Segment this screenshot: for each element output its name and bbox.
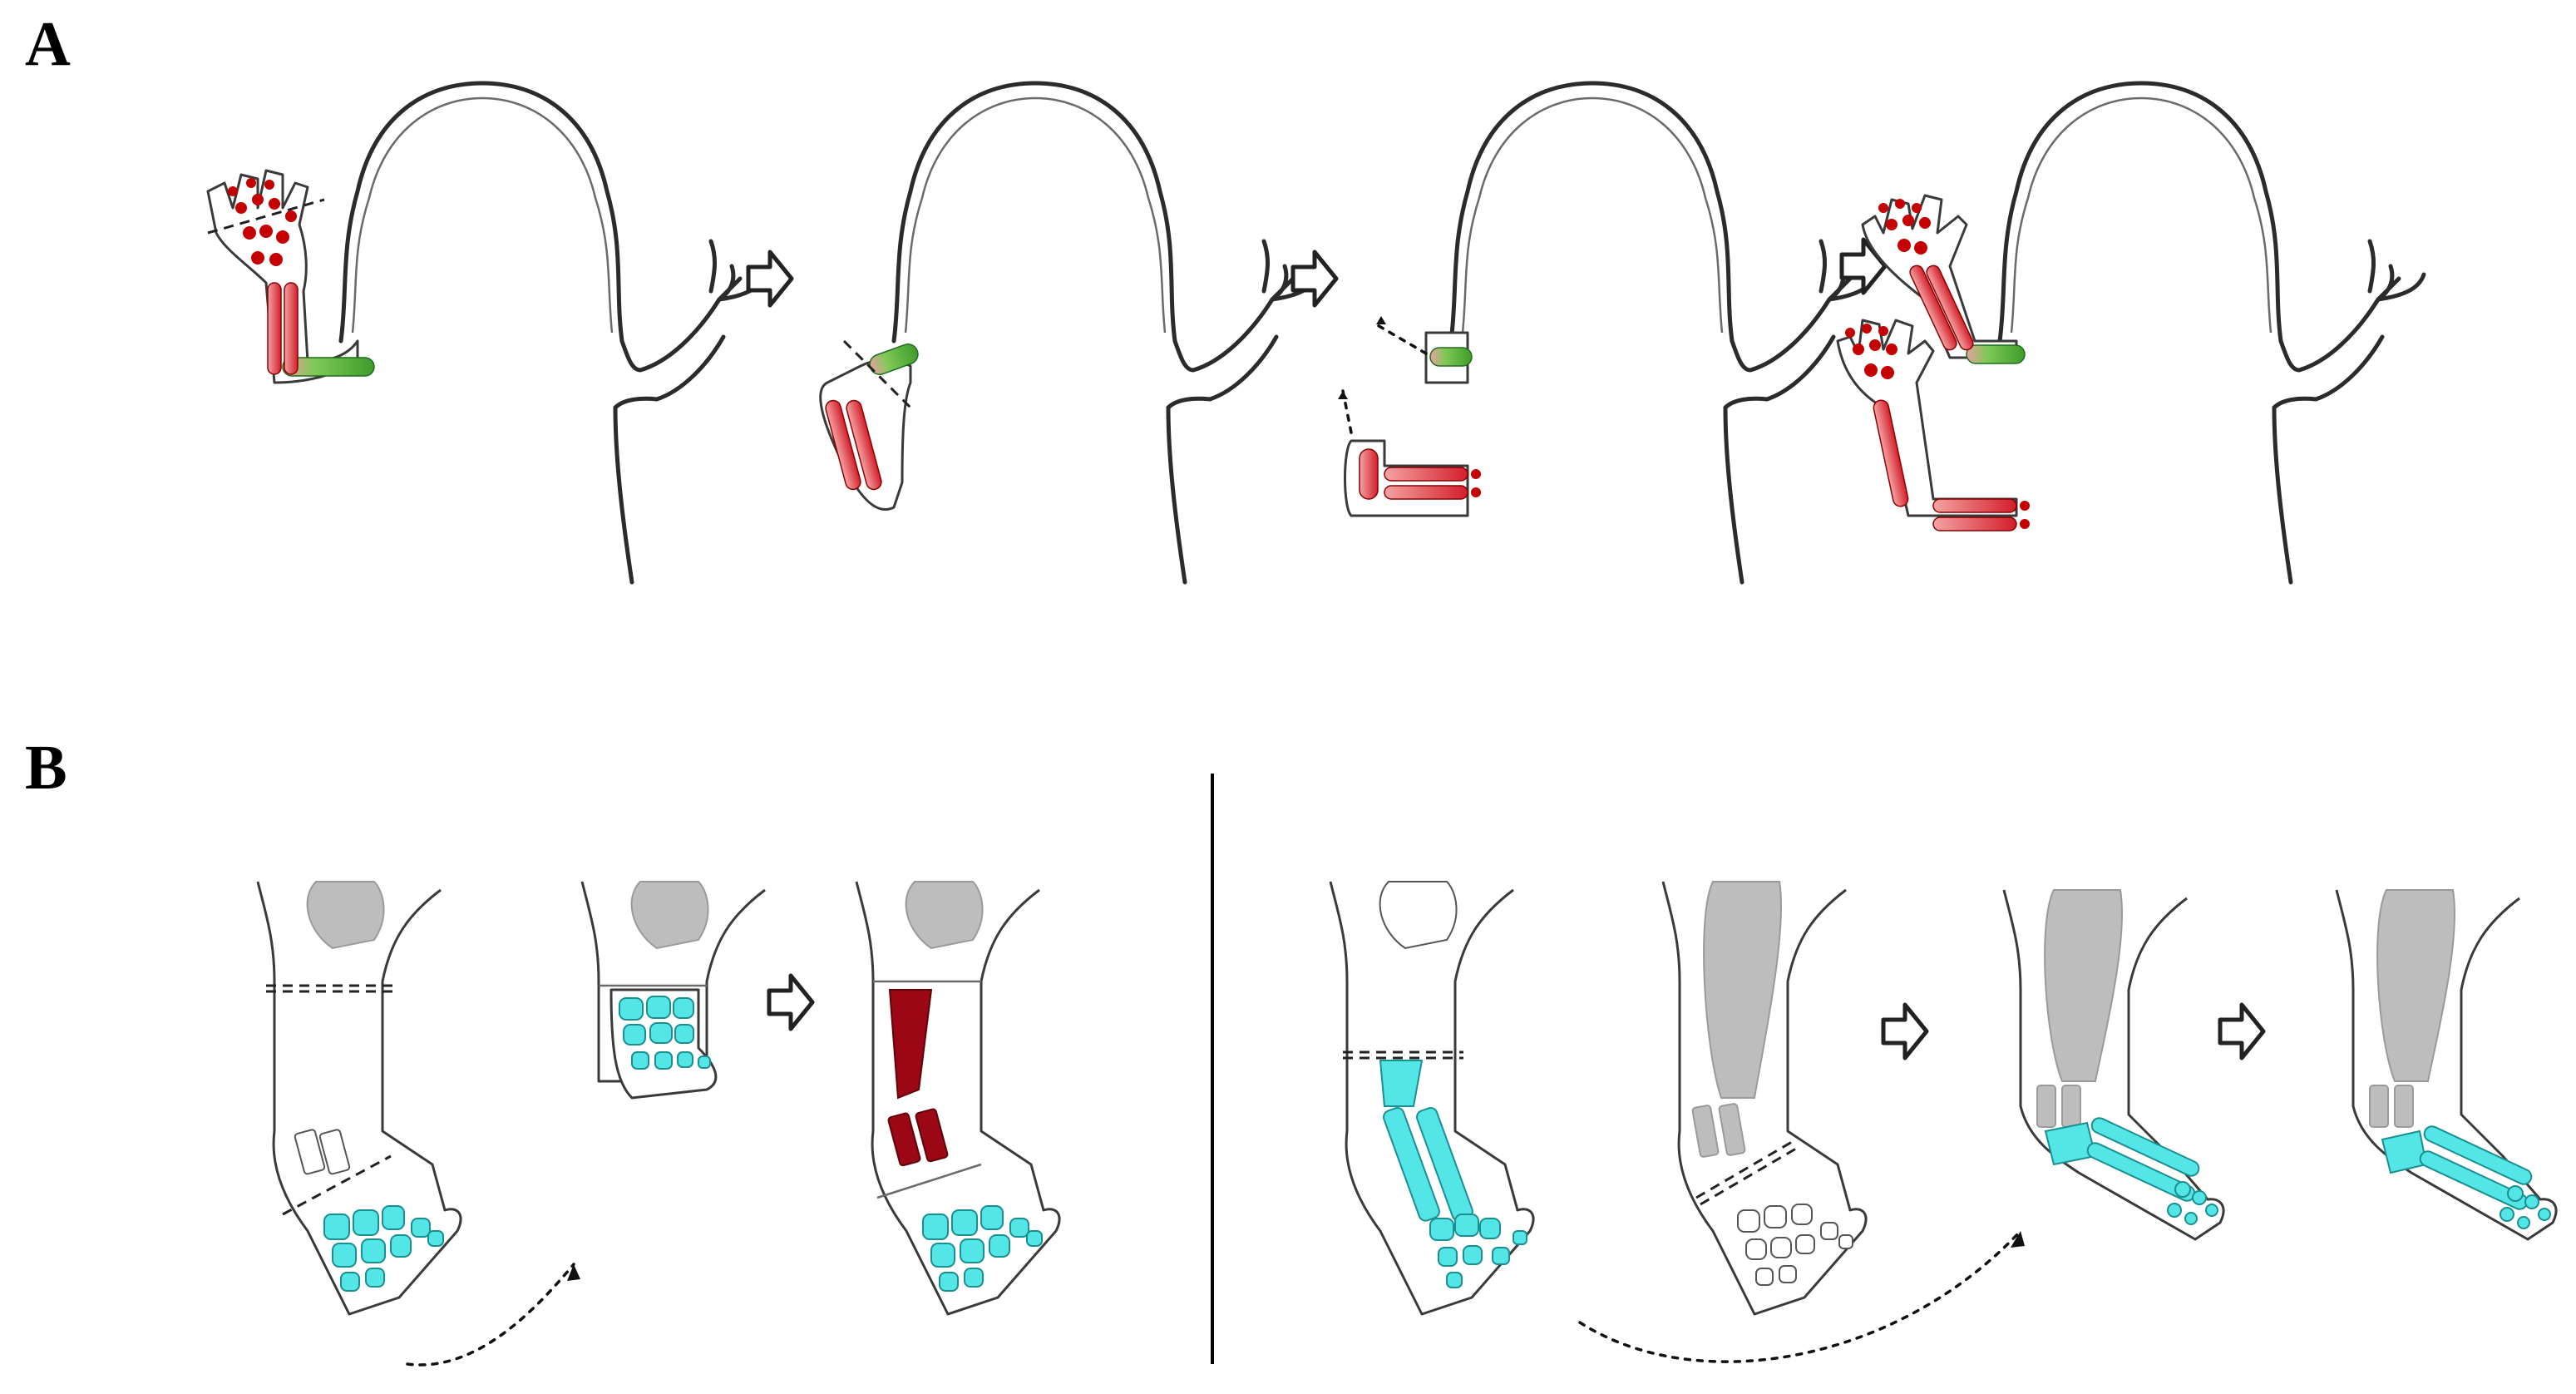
autopod-dots-upper — [1878, 199, 1931, 255]
ulna-bone-red — [284, 282, 299, 375]
panel-b-limb-1 — [256, 881, 580, 1367]
transplant-arrow-1 — [1374, 323, 1428, 355]
arrow-right-1 — [748, 252, 792, 305]
zeugopod-regenerate-darkred-2 — [887, 1112, 921, 1167]
stylopod-bone-grey — [2044, 889, 2123, 1082]
panel-b-label: B — [25, 733, 67, 803]
ulna-bone-red-lower — [1932, 498, 2017, 513]
panel-b-limb-3 — [855, 881, 1061, 1316]
autopod-cyan — [323, 1205, 444, 1292]
autopod-dots-lower — [1845, 324, 1897, 379]
panel-a-stage-4 — [1836, 83, 2424, 582]
panel-a — [206, 83, 2424, 582]
panel-a-stage-2 — [819, 83, 1318, 582]
arrow-right-2 — [1293, 252, 1336, 305]
zeugopod-regenerate-darkred — [888, 989, 933, 1100]
humerus-bone-green — [282, 357, 375, 377]
panel-a-stage-3 — [1338, 83, 1875, 582]
radius-bone-red-lower — [1932, 517, 2017, 531]
regenerate-cyan — [2381, 1130, 2428, 1174]
zeugopod-grey — [1691, 1105, 1720, 1158]
stylopod-bone-grey — [306, 881, 385, 950]
panel-a-stage-1 — [206, 83, 765, 582]
radius-bone-red-2 — [1384, 485, 1468, 500]
arrow-right-b1 — [769, 976, 812, 1029]
humerus-bone-green — [1966, 344, 2026, 364]
zeugopod-regenerate-darkred-3 — [915, 1108, 949, 1163]
stylopod-bone-white — [1379, 881, 1458, 950]
ulna-bone-red — [846, 399, 882, 491]
cut-line-lower — [282, 1154, 392, 1216]
autopod-dots — [228, 178, 297, 266]
radius-bone-red — [825, 399, 861, 491]
graft-cyan-2 — [2090, 1117, 2200, 1177]
cut-line — [1695, 1138, 1797, 1199]
autopod-cyan — [2500, 1185, 2551, 1229]
radius-bone-red — [1359, 448, 1379, 500]
stylopod-bone-grey — [1703, 881, 1782, 1099]
autopod-cyan — [619, 996, 711, 1070]
arrow-right-b2 — [1883, 1005, 1927, 1058]
stylopod-bone-red-lower — [1873, 399, 1909, 507]
ulna-bone-red — [1384, 467, 1468, 482]
zeugopod-grey-2 — [1718, 1103, 1746, 1156]
autopod-cyan — [2167, 1181, 2218, 1225]
amputation-line — [207, 198, 325, 235]
radius-bone-red — [1909, 264, 1957, 351]
panel-b-limb-5 — [1578, 881, 2025, 1363]
humerus-bone-green — [1429, 347, 1473, 367]
zeugopod-grey — [2369, 1085, 2389, 1128]
zeugopod-grey-2 — [2394, 1085, 2414, 1128]
stylopod-bone-grey — [905, 881, 984, 950]
graft-arrow — [1578, 1229, 2022, 1363]
graft-arrow — [406, 1263, 575, 1367]
stylopod-bone-grey — [630, 881, 709, 950]
zeugopod-grey — [2036, 1085, 2056, 1128]
radius-cyan — [1383, 1107, 1440, 1222]
cut-line-2 — [1700, 1144, 1801, 1206]
panel-b-limb-6 — [2002, 889, 2225, 1241]
panel-a-label: A — [25, 9, 71, 79]
radius-bone-red — [267, 282, 282, 375]
panel-b-limb-4 — [1329, 881, 1535, 1316]
panel-b-limb-7 — [2335, 889, 2558, 1241]
panel-b — [256, 774, 2558, 1367]
graft-cyan — [2044, 1121, 2097, 1166]
regenerate-cyan-2 — [2423, 1125, 2533, 1185]
autopod-cyan — [1429, 1214, 1527, 1288]
ulna-bone-red — [1926, 264, 1974, 351]
zeugopod-grey-2 — [2061, 1085, 2081, 1128]
stylopod-bone-grey — [2376, 889, 2455, 1082]
arrow-right-b3 — [2220, 1005, 2263, 1058]
panel-b-graft — [580, 881, 766, 1100]
zeugopod-cyan — [1379, 1060, 1424, 1107]
autopod-white — [1737, 1204, 1853, 1286]
zeugopod-bone-2 — [318, 1129, 351, 1175]
autopod-cyan — [922, 1205, 1043, 1292]
zeugopod-bone — [294, 1129, 326, 1175]
